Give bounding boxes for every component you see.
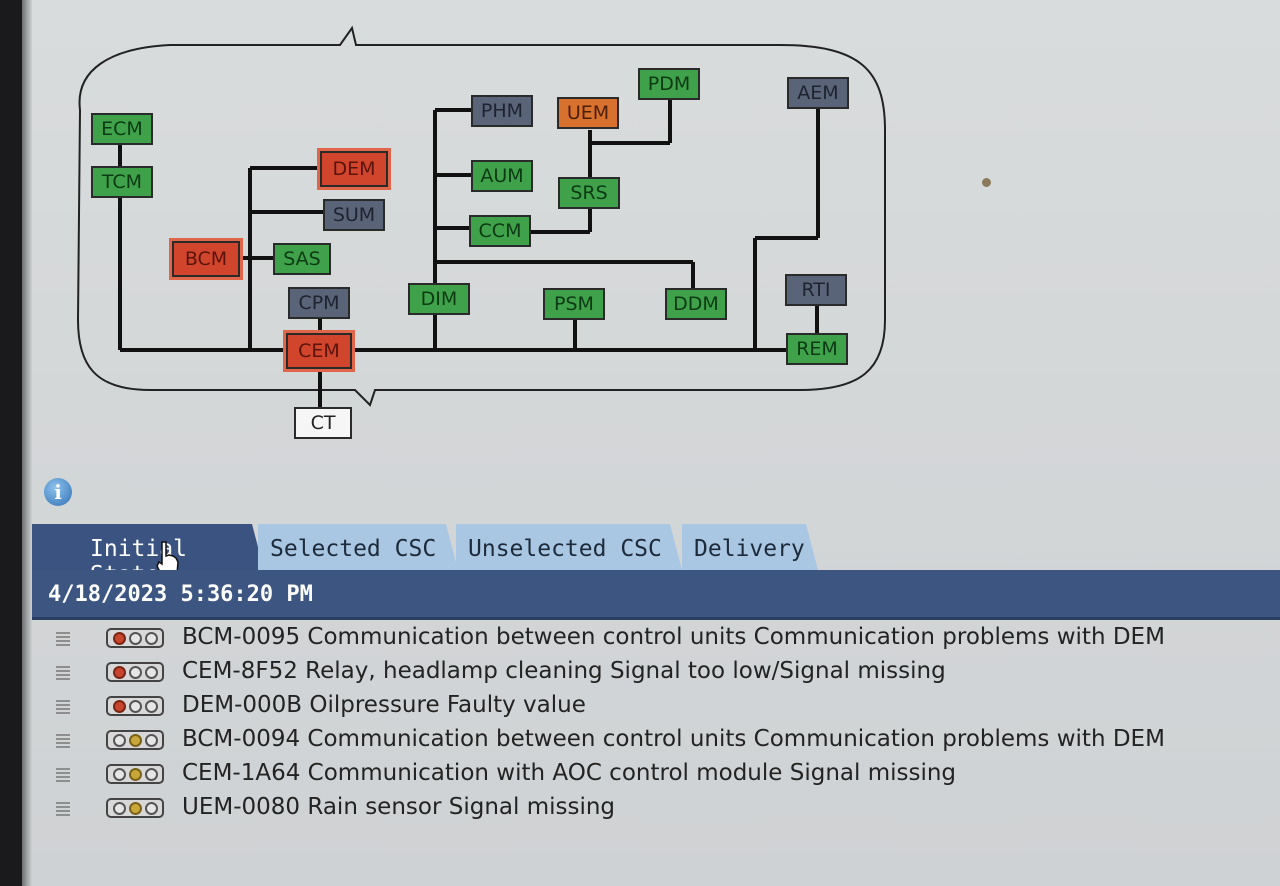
node-cpm[interactable]: CPM bbox=[288, 287, 350, 319]
network-wires bbox=[76, 25, 886, 410]
drag-handle-icon[interactable] bbox=[56, 698, 70, 714]
node-tcm[interactable]: TCM bbox=[91, 166, 153, 198]
list-item[interactable]: DEM-000B Oilpressure Faulty value bbox=[32, 690, 1280, 724]
tab-selected-csc[interactable]: Selected CSC bbox=[258, 524, 458, 570]
network-diagram: ECM TCM DEM SUM BCM SAS CPM CEM CT PHM U… bbox=[76, 25, 886, 439]
info-icon[interactable]: i bbox=[44, 478, 72, 506]
node-phm[interactable]: PHM bbox=[471, 95, 533, 127]
traffic-light-icon bbox=[106, 628, 164, 648]
session-timestamp: 4/18/2023 5:36:20 PM bbox=[32, 570, 1280, 620]
drag-handle-icon[interactable] bbox=[56, 800, 70, 816]
node-pdm[interactable]: PDM bbox=[638, 68, 700, 100]
traffic-light-icon bbox=[106, 798, 164, 818]
list-item[interactable]: BCM-0095 Communication between control u… bbox=[32, 622, 1280, 656]
node-psm[interactable]: PSM bbox=[543, 288, 605, 320]
list-item[interactable]: CEM-8F52 Relay, headlamp cleaning Signal… bbox=[32, 656, 1280, 690]
node-srs[interactable]: SRS bbox=[558, 177, 620, 209]
node-aem[interactable]: AEM bbox=[787, 77, 849, 109]
node-dem[interactable]: DEM bbox=[317, 148, 391, 190]
node-ccm[interactable]: CCM bbox=[469, 215, 531, 247]
traffic-light-icon bbox=[106, 764, 164, 784]
fault-text: BCM-0095 Communication between control u… bbox=[182, 624, 1165, 650]
list-item[interactable]: UEM-0080 Rain sensor Signal missing bbox=[32, 792, 1280, 826]
fault-text: CEM-1A64 Communication with AOC control … bbox=[182, 760, 957, 786]
node-ct[interactable]: CT bbox=[294, 407, 352, 439]
tab-bar: Initial State Selected CSC Unselected CS… bbox=[32, 522, 1280, 570]
tab-delivery[interactable]: Delivery bbox=[682, 524, 818, 570]
traffic-light-icon bbox=[106, 730, 164, 750]
fault-list: BCM-0095 Communication between control u… bbox=[32, 622, 1280, 826]
node-uem[interactable]: UEM bbox=[557, 97, 619, 129]
tab-unselected-csc[interactable]: Unselected CSC bbox=[456, 524, 682, 570]
fault-text: DEM-000B Oilpressure Faulty value bbox=[182, 692, 586, 718]
node-rem[interactable]: REM bbox=[786, 333, 848, 365]
drag-handle-icon[interactable] bbox=[56, 732, 70, 748]
tab-initial-state[interactable]: Initial State bbox=[32, 524, 264, 570]
screen-bezel bbox=[0, 0, 22, 886]
car-outline bbox=[76, 25, 886, 407]
node-bcm[interactable]: BCM bbox=[169, 238, 243, 280]
node-aum[interactable]: AUM bbox=[471, 160, 533, 192]
list-item[interactable]: BCM-0094 Communication between control u… bbox=[32, 724, 1280, 758]
drag-handle-icon[interactable] bbox=[56, 630, 70, 646]
node-ecm[interactable]: ECM bbox=[91, 113, 153, 145]
screen-edge bbox=[22, 0, 32, 886]
node-ddm[interactable]: DDM bbox=[665, 288, 727, 320]
node-sum[interactable]: SUM bbox=[323, 199, 385, 231]
traffic-light-icon bbox=[106, 662, 164, 682]
drag-handle-icon[interactable] bbox=[56, 664, 70, 680]
info-glyph: i bbox=[54, 480, 62, 504]
traffic-light-icon bbox=[106, 696, 164, 716]
fault-text: UEM-0080 Rain sensor Signal missing bbox=[182, 794, 616, 820]
node-rti[interactable]: RTI bbox=[785, 274, 847, 306]
fault-text: CEM-8F52 Relay, headlamp cleaning Signal… bbox=[182, 658, 946, 684]
bus-lines bbox=[118, 98, 820, 410]
fault-text: BCM-0094 Communication between control u… bbox=[182, 726, 1165, 752]
node-sas[interactable]: SAS bbox=[273, 243, 331, 275]
drag-handle-icon[interactable] bbox=[56, 766, 70, 782]
node-cem[interactable]: CEM bbox=[283, 330, 355, 372]
screen-speck bbox=[982, 178, 991, 187]
node-dim[interactable]: DIM bbox=[408, 283, 470, 315]
hand-cursor-icon bbox=[156, 541, 179, 577]
list-item[interactable]: CEM-1A64 Communication with AOC control … bbox=[32, 758, 1280, 792]
